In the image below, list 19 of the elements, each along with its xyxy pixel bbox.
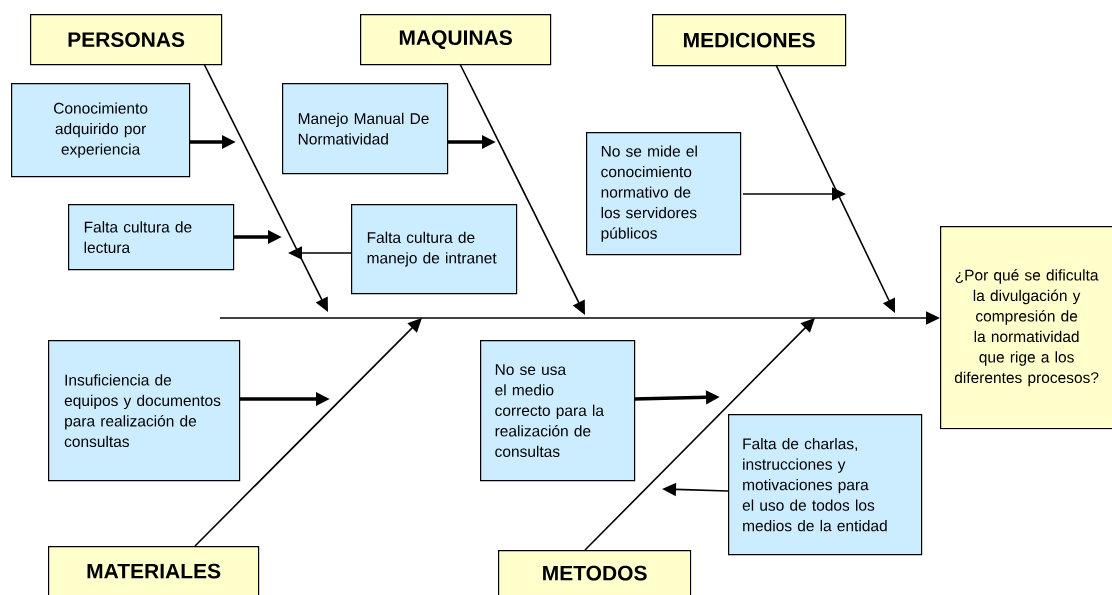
cause-box: Falta cultura de manejo de intranet — [351, 204, 518, 295]
cause-box: Falta cultura de lectura — [68, 204, 235, 271]
category-box: MEDICIONES — [652, 14, 847, 67]
cause-box: Conocimiento adquirido por experiencia — [11, 83, 191, 178]
cause-box: Manejo Manual De Normatividad — [282, 83, 449, 175]
category-box: PERSONAS — [30, 14, 223, 66]
arrow — [459, 63, 585, 315]
effect-box: ¿Por qué se dificulta la divulgación y compresión de la normatividad que rige a los diferentes procesos? — [940, 226, 1112, 430]
arrow — [203, 63, 328, 312]
cause-box: Insuficiencia de equipos y documentos para realización de consultas — [48, 340, 241, 482]
cause-box: Falta de charlas, instrucciones y motivaciones para el uso de todos los medios de la entidad — [728, 414, 923, 556]
cause-box: No se mide el conocimiento normativo de los servidores públicos — [586, 132, 742, 256]
category-box: METODOS — [498, 550, 692, 595]
category-box: MAQUINAS — [360, 14, 552, 66]
arrow — [584, 318, 815, 551]
arrow — [775, 64, 895, 313]
category-box: MATERIALES — [48, 546, 260, 595]
cause-box: No se usa el medio correcto para la realización de consultas — [480, 340, 636, 482]
arrow — [194, 318, 422, 547]
